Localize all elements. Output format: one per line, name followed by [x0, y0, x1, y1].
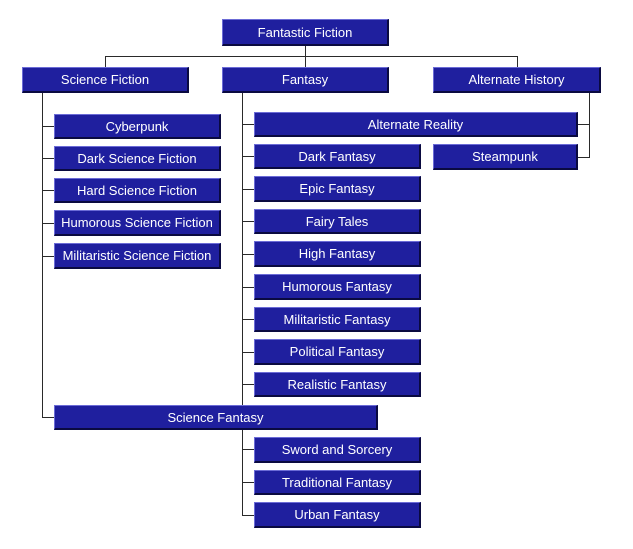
node-urban-fantasy: Urban Fantasy [254, 502, 421, 528]
connector-science-fiction-trunk [42, 92, 43, 417]
node-epic-fantasy: Epic Fantasy [254, 176, 421, 202]
connector-to-hard-science-fiction [42, 190, 54, 191]
connector-to-high-fantasy [242, 254, 254, 255]
connector-to-sword-and-sorcery [242, 449, 254, 450]
connector-to-urban-fantasy [242, 515, 254, 516]
node-humorous-science-fiction: Humorous Science Fiction [54, 210, 221, 236]
connector-to-humorous-science-fiction [42, 223, 54, 224]
connector-to-dark-fantasy [242, 156, 254, 157]
node-militaristic-fantasy: Militaristic Fantasy [254, 307, 421, 332]
connector-fantasy-trunk [242, 92, 243, 515]
node-fairy-tales: Fairy Tales [254, 209, 421, 234]
connector-to-science-fiction [105, 56, 106, 67]
node-traditional-fantasy: Traditional Fantasy [254, 470, 421, 495]
connector-to-fantasy [305, 56, 306, 67]
node-militaristic-science-fiction: Militaristic Science Fiction [54, 243, 221, 269]
node-hard-science-fiction: Hard Science Fiction [54, 178, 221, 203]
node-alternate-history: Alternate History [433, 67, 601, 93]
connector-alternate-history-trunk [589, 92, 590, 158]
connector-root-down [305, 45, 306, 57]
connector-to-cyberpunk [42, 126, 54, 127]
node-sword-and-sorcery: Sword and Sorcery [254, 437, 421, 463]
connector-to-militaristic-fantasy [242, 319, 254, 320]
node-dark-fantasy: Dark Fantasy [254, 144, 421, 169]
connector-to-alternate-history [517, 56, 518, 67]
connector-to-humorous-fantasy [242, 287, 254, 288]
node-dark-science-fiction: Dark Science Fiction [54, 146, 221, 171]
node-steampunk: Steampunk [433, 144, 578, 170]
node-high-fantasy: High Fantasy [254, 241, 421, 267]
node-political-fantasy: Political Fantasy [254, 339, 421, 365]
connector-to-realistic-fantasy [242, 384, 254, 385]
connector-to-fairy-tales [242, 221, 254, 222]
node-science-fiction: Science Fiction [22, 67, 189, 93]
connector-root-bus [105, 56, 518, 57]
connector-to-dark-science-fiction [42, 158, 54, 159]
connector-ah-to-steampunk [578, 157, 590, 158]
node-realistic-fantasy: Realistic Fantasy [254, 372, 421, 397]
node-alternate-reality: Alternate Reality [254, 112, 578, 137]
connector-ah-to-alternate-reality [578, 124, 590, 125]
connector-to-epic-fantasy [242, 189, 254, 190]
node-fantasy: Fantasy [222, 67, 389, 93]
connector-sf-to-science-fantasy [42, 417, 54, 418]
node-science-fantasy: Science Fantasy [54, 405, 378, 430]
node-humorous-fantasy: Humorous Fantasy [254, 274, 421, 300]
connector-to-alternate-reality [242, 124, 254, 125]
connector-to-militaristic-science-fiction [42, 256, 54, 257]
connector-to-traditional-fantasy [242, 482, 254, 483]
node-cyberpunk: Cyberpunk [54, 114, 221, 139]
connector-to-political-fantasy [242, 352, 254, 353]
node-fantastic-fiction: Fantastic Fiction [222, 19, 389, 46]
